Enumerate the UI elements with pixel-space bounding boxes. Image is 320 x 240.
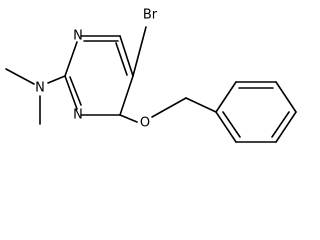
bond-ph-1-2: [215, 81, 237, 113]
pyrimidine-ring: [64, 35, 134, 116]
bond-n1-c2: [64, 41, 78, 77]
bond-o-ch2: [151, 97, 187, 118]
bond-c4-c5: [119, 75, 134, 116]
substituent-bonds: [5, 26, 217, 125]
atom-labels: Br N N N O: [35, 8, 158, 131]
atom-label-ring-nitrogen-lower: N: [73, 108, 83, 123]
chemical-structure-diagram: Br N N N O: [5, 8, 297, 143]
bond-c4-o: [119, 114, 138, 123]
bond-c2-n3-double: [69, 76, 82, 106]
bond-c2-namine: [47, 75, 66, 84]
bond-c5-br: [132, 26, 147, 77]
bond-ph-6-1: [215, 111, 237, 143]
atom-label-ring-nitrogen-upper: N: [73, 29, 83, 44]
bond-namine-methyl-upper: [5, 68, 35, 85]
bond-ph-6-1-double: [222, 111, 241, 138]
atom-label-bromine: Br: [143, 8, 158, 23]
bond-c2-n3: [64, 75, 78, 110]
bond-c5-c6: [119, 35, 134, 77]
bond-c5-c6-double: [115, 42, 128, 76]
atom-label-amine-nitrogen: N: [35, 81, 45, 96]
bond-ph-4-5: [275, 111, 297, 143]
bond-ph-4-5-double: [271, 111, 290, 138]
atom-label-ether-oxygen: O: [140, 116, 150, 131]
phenyl-ring: [215, 81, 297, 143]
bond-ch2-phenyl: [185, 97, 217, 113]
bond-ph-3-4: [275, 81, 297, 113]
